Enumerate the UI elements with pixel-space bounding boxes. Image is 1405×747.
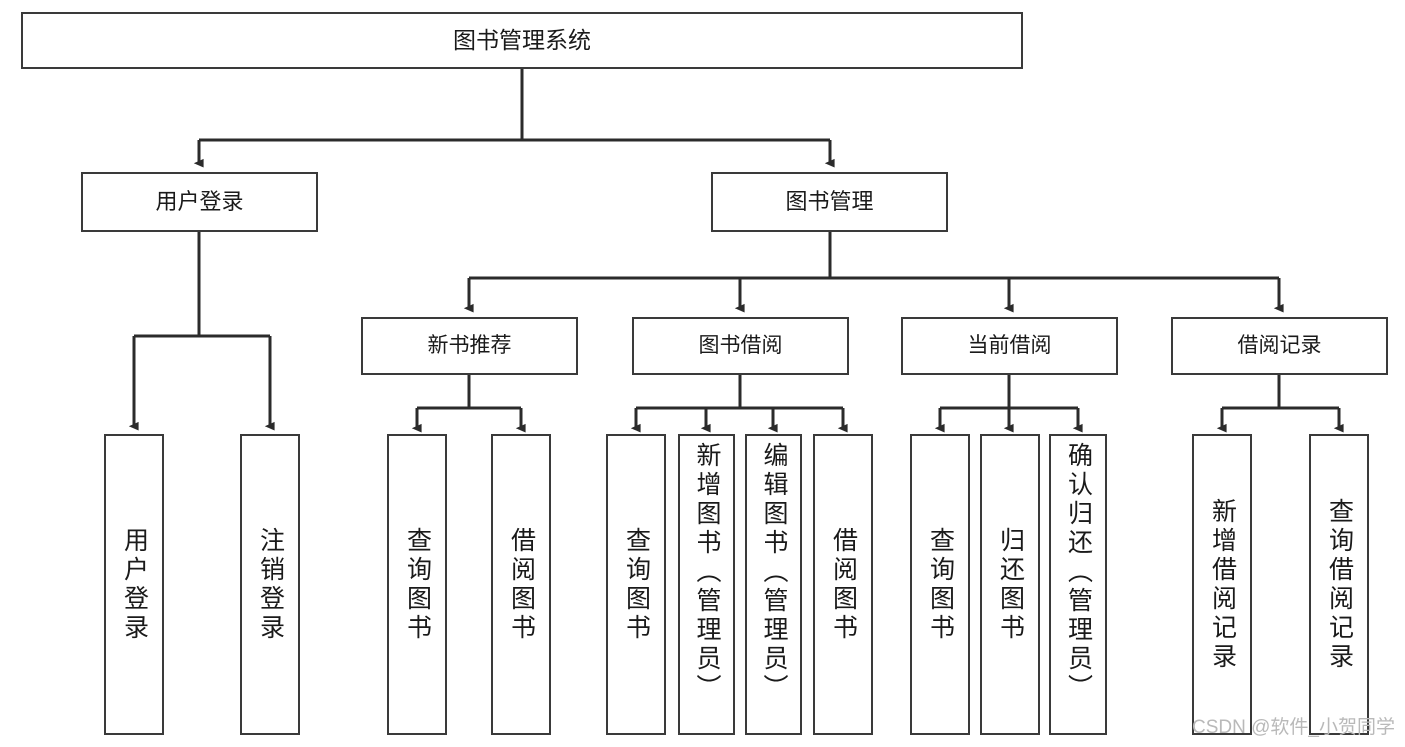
node-label: 用户登录 xyxy=(120,526,149,643)
node-label: 借阅记录 xyxy=(1237,333,1322,357)
node-label: 借阅图书 xyxy=(507,526,536,643)
node-label: 查询图书 xyxy=(622,526,651,643)
leaf-return-book[interactable]: 归还图书 xyxy=(980,434,1040,735)
node-label: 注销登录 xyxy=(256,526,285,643)
node-borrow-record[interactable]: 借阅记录 xyxy=(1171,317,1388,375)
leaf-query-borrow-record[interactable]: 查询借阅记录 xyxy=(1309,434,1369,735)
node-current-borrow[interactable]: 当前借阅 xyxy=(901,317,1118,375)
leaf-add-borrow-record[interactable]: 新增借阅记录 xyxy=(1192,434,1252,735)
node-label: 新增借阅记录 xyxy=(1208,497,1237,672)
leaf-query-book-recommend[interactable]: 查询图书 xyxy=(387,434,447,735)
leaf-borrow-book-recommend[interactable]: 借阅图书 xyxy=(491,434,551,735)
node-label: 新书推荐 xyxy=(427,333,512,357)
node-label: 编辑图书（管理员） xyxy=(760,442,788,703)
csdn-watermark: CSDN @软件_小贺同学 xyxy=(1192,717,1395,738)
node-label: 归还图书 xyxy=(996,526,1025,643)
node-label: 用户登录 xyxy=(155,189,244,215)
leaf-query-book-borrow[interactable]: 查询图书 xyxy=(606,434,666,735)
node-label: 新增图书（管理员） xyxy=(693,442,721,703)
node-label: 图书借阅 xyxy=(698,333,783,357)
node-label: 查询图书 xyxy=(926,526,955,643)
leaf-query-book-current[interactable]: 查询图书 xyxy=(910,434,970,735)
node-user-login[interactable]: 用户登录 xyxy=(81,172,318,232)
node-new-book-recommend[interactable]: 新书推荐 xyxy=(361,317,578,375)
leaf-user-logout[interactable]: 注销登录 xyxy=(240,434,300,735)
leaf-confirm-return-admin[interactable]: 确认归还（管理员） xyxy=(1049,434,1107,735)
leaf-add-book-admin[interactable]: 新增图书（管理员） xyxy=(678,434,735,735)
node-label: 当前借阅 xyxy=(967,333,1052,357)
leaf-user-login[interactable]: 用户登录 xyxy=(104,434,164,735)
node-label: 图书管理系统 xyxy=(453,26,591,53)
node-label: 图书管理 xyxy=(785,189,874,215)
node-label: 查询图书 xyxy=(403,526,432,643)
node-book-borrow[interactable]: 图书借阅 xyxy=(632,317,849,375)
node-label: 查询借阅记录 xyxy=(1325,497,1354,672)
node-label: 借阅图书 xyxy=(829,526,858,643)
node-label: 确认归还（管理员） xyxy=(1064,442,1093,703)
node-book-management[interactable]: 图书管理 xyxy=(711,172,948,232)
leaf-borrow-book[interactable]: 借阅图书 xyxy=(813,434,873,735)
node-root-system[interactable]: 图书管理系统 xyxy=(21,12,1023,69)
leaf-edit-book-admin[interactable]: 编辑图书（管理员） xyxy=(745,434,802,735)
